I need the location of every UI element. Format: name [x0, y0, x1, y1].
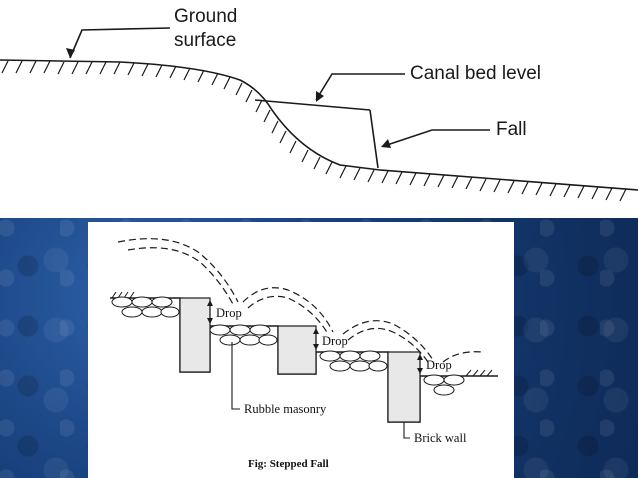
- ground-surface-leader-arrow: [69, 27, 171, 59]
- rubble-masonry-stones: [111, 296, 465, 396]
- drop-label-2: Drop: [322, 334, 348, 348]
- canal-bed-arrowhead: [316, 91, 324, 102]
- ground-surface-arrowhead: [66, 48, 75, 58]
- stepped-fall-diagram: [110, 238, 498, 439]
- brick-wall-2: [277, 325, 317, 375]
- ground-hatching-left: [111, 291, 135, 299]
- ground-hatching: [1, 60, 627, 202]
- label-leader-lines: [231, 342, 410, 439]
- drop-arrowheads: [207, 300, 423, 374]
- canal-fall-diagram: [0, 27, 638, 202]
- fall-leader-arrow: [383, 129, 490, 147]
- fall-label: Fall: [496, 119, 527, 140]
- canal-fall-diagram-panel: Ground surface Canal bed level Fall: [0, 0, 638, 218]
- canal-bed-leader-arrow: [315, 73, 405, 101]
- water-flow-lines: [117, 238, 484, 363]
- figure-caption: Fig: Stepped Fall: [248, 458, 329, 470]
- canal-bed-level-line: [254, 99, 371, 111]
- drop-label-3: Drop: [426, 358, 452, 372]
- brick-wall-1: [179, 297, 211, 373]
- rubble-masonry-label: Rubble masonry: [244, 402, 327, 416]
- brick-walls: [179, 297, 421, 423]
- canal-bed-level-label: Canal bed level: [410, 63, 541, 84]
- ground-hatching-right: [465, 369, 493, 377]
- drop-label-1: Drop: [216, 306, 242, 320]
- brick-wall-3: [387, 351, 421, 423]
- ground-surface-label-line2: surface: [174, 30, 237, 51]
- brick-wall-label: Brick wall: [414, 431, 467, 445]
- ground-surface-line: [0, 59, 638, 191]
- fall-vertical-line: [369, 109, 379, 169]
- ground-surface-label-line1: Ground: [174, 6, 238, 27]
- stepped-fall-figure: Drop Drop Drop Rubble masonry Brick wall…: [88, 222, 514, 478]
- fall-arrowhead: [381, 139, 391, 148]
